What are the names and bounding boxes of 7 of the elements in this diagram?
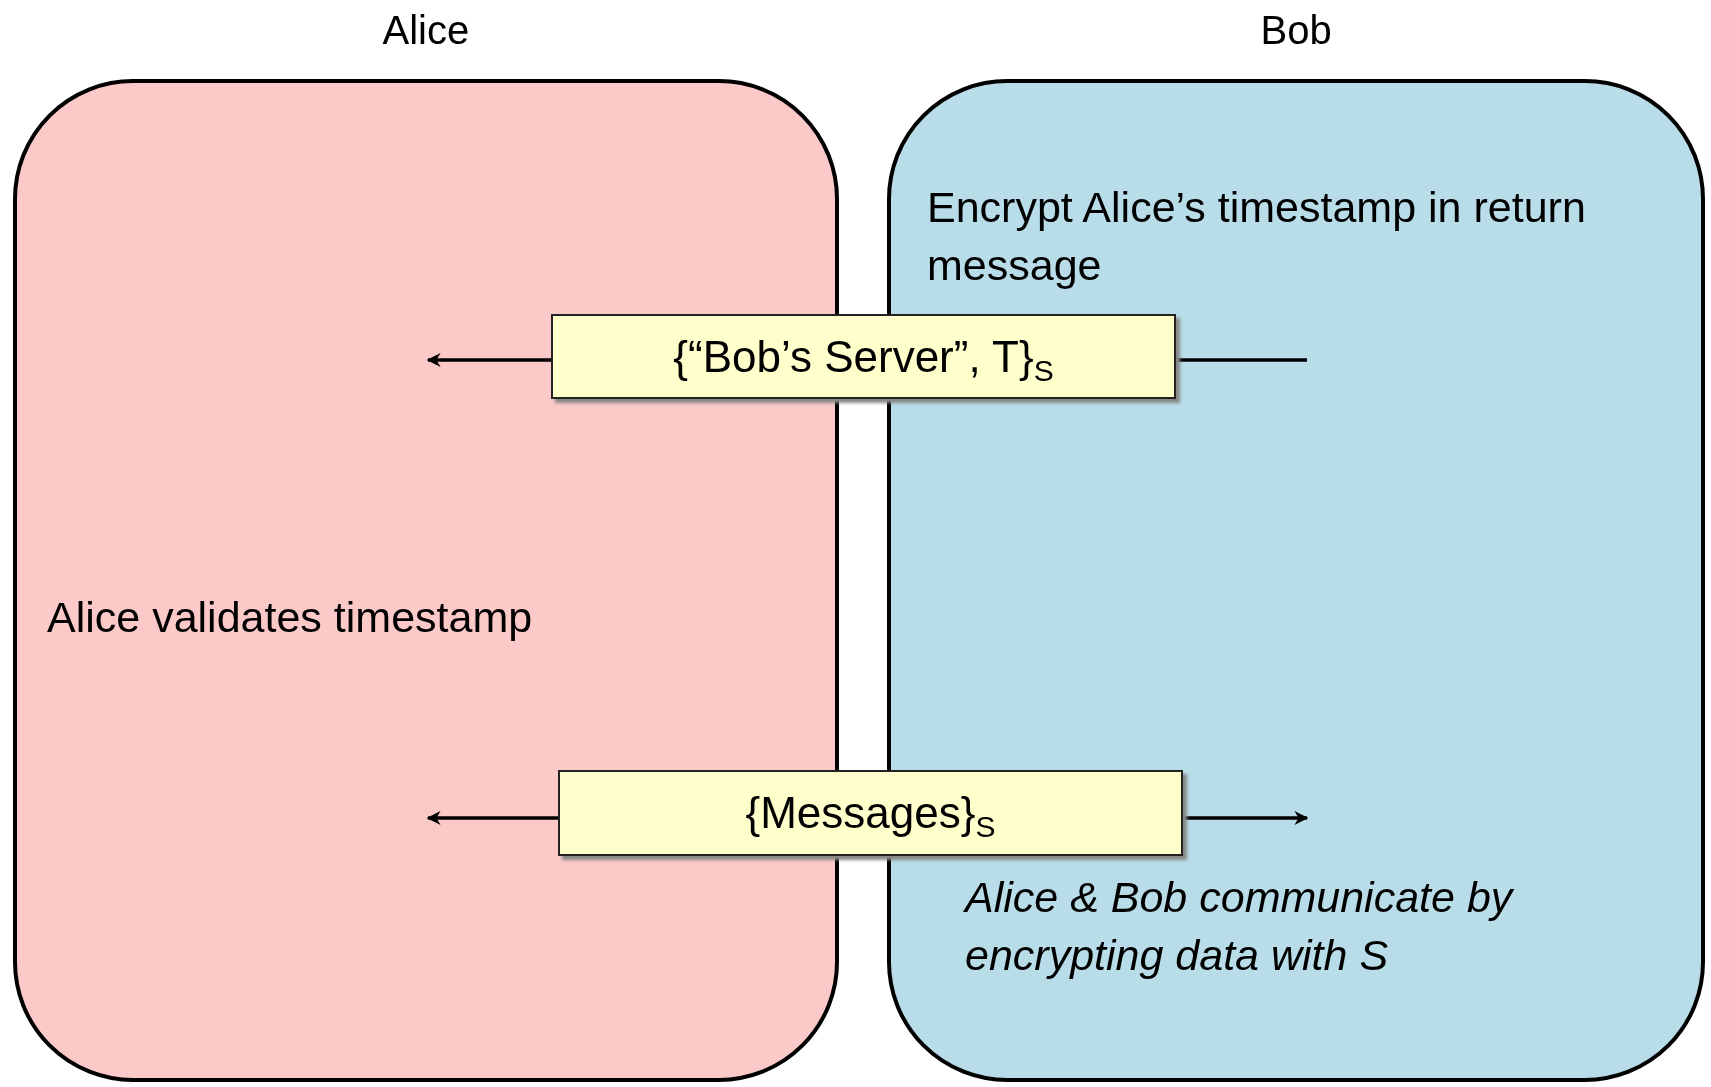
lane-text: Encrypt Alice’s timestamp in return message [927, 182, 1587, 291]
edge-label: {“Bob’s Server”, T}$_{S}$ [551, 314, 1176, 399]
lane-heading: Alice [382, 8, 470, 53]
edge-label: {Messages}$_{S}$ [558, 770, 1183, 856]
lane-heading: Bob [1260, 8, 1332, 53]
italic-note: Alice & Bob communicate by encrypting data with S [965, 872, 1515, 981]
lane-text: Alice validates timestamp [47, 592, 534, 643]
